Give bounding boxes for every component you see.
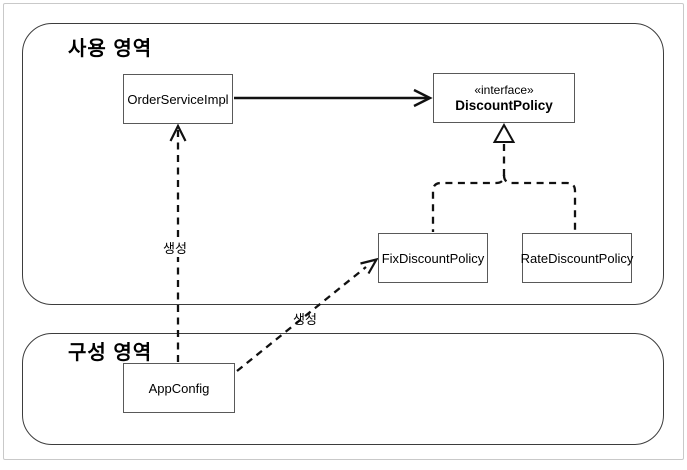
node-discount-policy: «interface» DiscountPolicy <box>433 73 575 123</box>
node-fix-discount-policy: FixDiscountPolicy <box>378 233 488 283</box>
region-config-label: 구성 영역 <box>68 342 153 364</box>
image-frame <box>3 3 684 460</box>
region-usage-label: 사용 영역 <box>68 38 153 60</box>
node-discount-policy-label: DiscountPolicy <box>455 97 553 113</box>
node-rate-discount-policy: RateDiscountPolicy <box>520 233 634 283</box>
node-order-service-impl-label: OrderServiceImpl <box>127 91 229 107</box>
node-app-config: AppConfig <box>123 363 235 413</box>
node-rate-discount-policy-label: RateDiscountPolicy <box>520 250 634 266</box>
edge-label-create-orderservice: 생성 <box>161 238 189 257</box>
node-fix-discount-policy-label: FixDiscountPolicy <box>381 250 485 266</box>
node-order-service-impl: OrderServiceImpl <box>123 74 233 124</box>
node-app-config-label: AppConfig <box>148 380 210 396</box>
node-discount-policy-stereotype: «interface» <box>474 82 534 97</box>
edge-label-create-fixdiscount: 생성 <box>293 312 317 327</box>
